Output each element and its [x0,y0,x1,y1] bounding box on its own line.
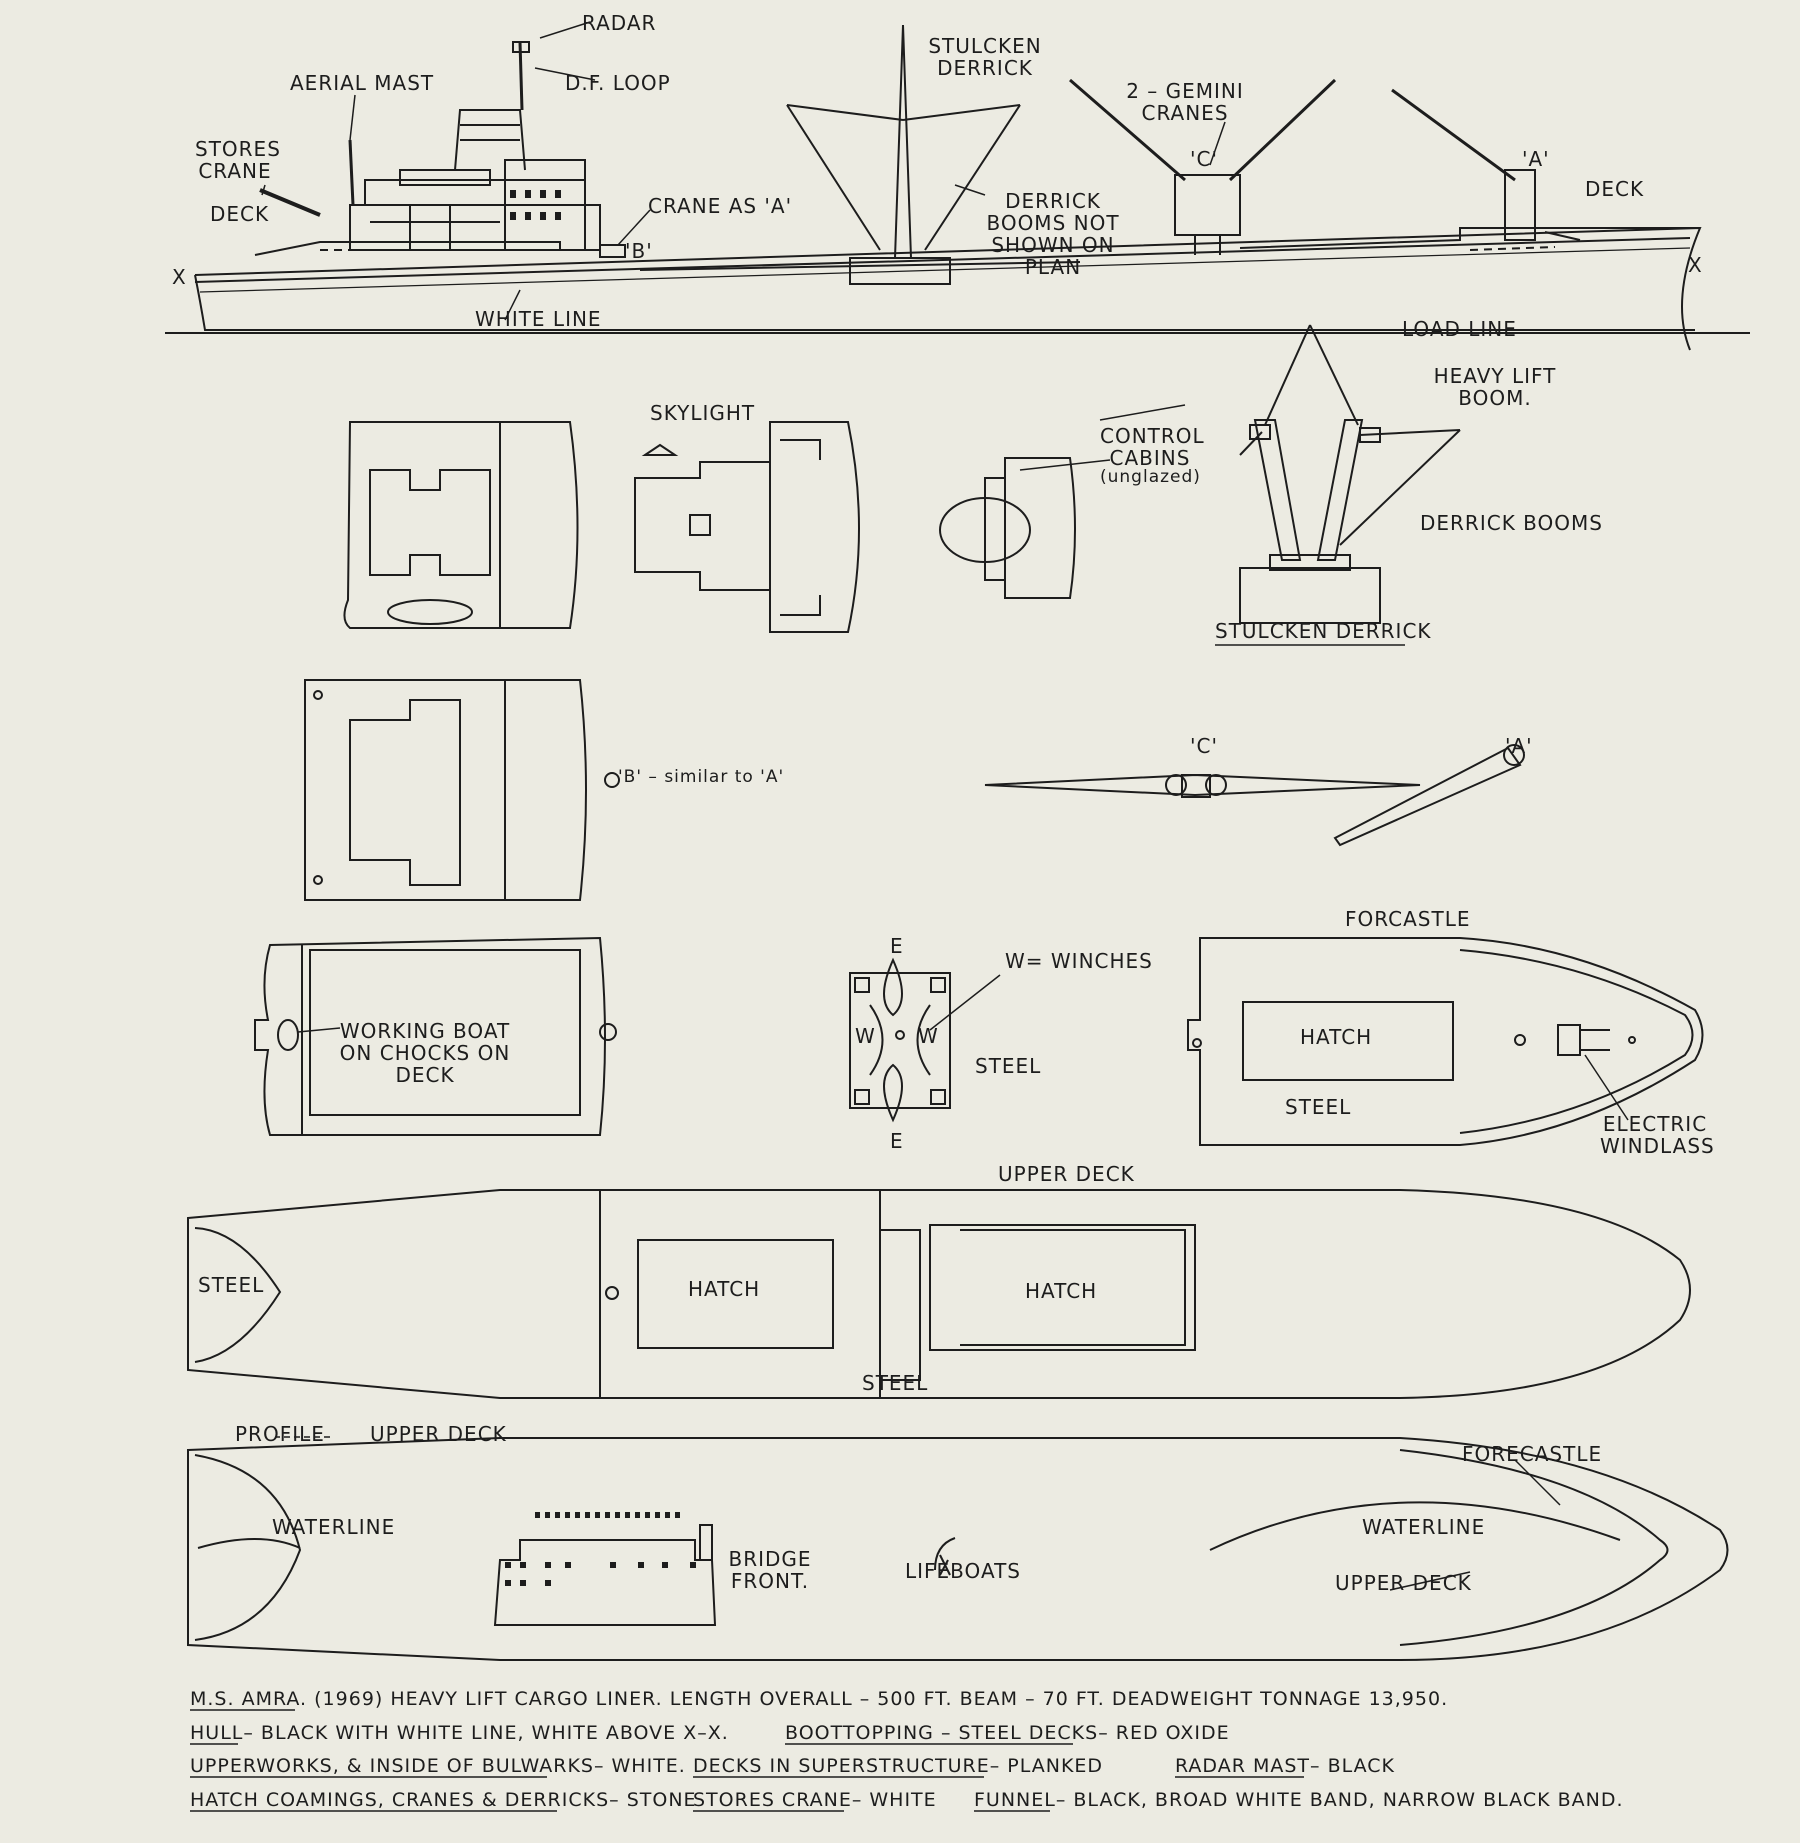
label-working-boat: WORKING BOAT ON CHOCKS ON DECK [339,1019,511,1087]
label-electric-windlass: ELECTRIC WINDLASS [1600,1112,1715,1158]
label-w-right: W [918,1024,939,1048]
label-hatch-2: HATCH [1025,1279,1098,1303]
caption-decks: DECKS IN SUPERSTRUCTURE – PLANKED [693,1755,1103,1777]
label-stores-crane: STORES CRANE [195,137,281,183]
label-white-line: WHITE LINE [475,307,602,331]
caption-upperworks-key: UPPERWORKS, & INSIDE OF BULWARKS [190,1755,594,1777]
caption-hatch-key: HATCH COAMINGS, CRANES & DERRICKS [190,1789,610,1811]
caption-radar-val: – BLACK [1310,1755,1396,1777]
label-load-line: LOAD LINE [1402,317,1517,341]
label-forecastle: FORECASTLE [1462,1442,1603,1466]
label-steel-aft: STEEL [198,1273,265,1297]
caption-upperworks: UPPERWORKS, & INSIDE OF BULWARKS – WHITE… [190,1755,686,1777]
label-radar: RADAR [582,11,657,35]
caption-hull-val: – BLACK WITH WHITE LINE, WHITE ABOVE X–X… [243,1722,729,1744]
label-e-bottom: E [890,1129,904,1153]
label-steel-winch: STEEL [975,1054,1042,1078]
label-x-left: X [172,265,187,289]
label-e-top: E [890,934,904,958]
caption-radar: RADAR MAST – BLACK [1175,1755,1395,1777]
label-forcastle: FORCASTLE [1345,907,1471,931]
label-aerial-mast: AERIAL MAST [290,71,435,95]
caption-line-2: HULL – BLACK WITH WHITE LINE, WHITE ABOV… [190,1722,729,1744]
ship-profile [165,22,1750,350]
label-b-similar: 'B' – similar to 'A' [618,767,785,787]
caption-line-1: M.S. AMRA. (1969) HEAVY LIFT CARGO LINER… [190,1688,1449,1710]
label-stulcken-derrick: STULCKEN DERRICK [928,34,1042,80]
label-deck-fwd: DECK [1585,177,1645,201]
label-hatch-fwd: HATCH [1300,1025,1373,1049]
label-upper-deck-title: UPPER DECK [998,1162,1135,1186]
label-steel-fwd: STEEL [1285,1095,1352,1119]
label-unglazed: (unglazed) [1100,467,1201,487]
label-steel-mid: STEEL [862,1371,929,1395]
caption-boottopping-key: BOOTTOPPING – STEEL DECKS [785,1722,1099,1744]
caption-funnel-key: FUNNEL [974,1789,1056,1811]
caption-stores-val: – WHITE [851,1789,937,1811]
label-x-right: X [1688,253,1703,277]
lower-superstructure-plan [305,680,1524,900]
label-skylight: SKYLIGHT [650,401,756,425]
aerial-mast [350,140,353,205]
label-stulcken-derrick-title: STULCKEN DERRICK [1215,619,1432,643]
label-c-marker: 'C' [1190,147,1218,171]
label-a-boom: 'A' [1505,734,1533,758]
label-lifeboats: LIFEBOATS [905,1559,1021,1583]
caption-radar-key: RADAR MAST [1175,1755,1311,1777]
label-crane-as-a: CRANE AS 'A' [648,194,793,218]
label-profile: PROFILE [235,1422,325,1446]
label-upper-deck-fwd: UPPER DECK [1335,1571,1472,1595]
label-derrick-booms: DERRICK BOOMS [1420,511,1603,535]
caption-hatch-val: – STONE [609,1789,697,1811]
waterline-plan [188,1437,1728,1660]
label-gemini-cranes: 2 – GEMINI CRANES [1126,79,1244,125]
label-b-marker: 'B' [625,239,653,263]
label-w-left: W [855,1024,876,1048]
label-waterline-aft: WATERLINE [272,1515,396,1539]
caption-decks-key: DECKS IN SUPERSTRUCTURE [693,1755,990,1777]
caption-boottopping-val: – RED OXIDE [1098,1722,1230,1744]
label-bridge-front: BRIDGE FRONT. [728,1547,812,1593]
label-c-boom: 'C' [1190,734,1218,758]
caption-stores: STORES CRANE – WHITE [693,1789,937,1811]
label-w-winches: W= WINCHES [1005,949,1153,973]
caption-funnel-val: – BLACK, BROAD WHITE BAND, NARROW BLACK … [1055,1789,1624,1811]
caption-decks-val: – PLANKED [989,1755,1104,1777]
caption-boottopping: BOOTTOPPING – STEEL DECKS – RED OXIDE [785,1722,1230,1744]
caption-stores-key: STORES CRANE [693,1789,852,1811]
boat-deck-plan [255,938,1703,1145]
label-derrick-booms-not-shown: DERRICK BOOMS NOT SHOWN ON PLAN [986,189,1120,279]
caption-upperworks-val: – WHITE. [593,1755,686,1777]
label-heavy-lift-boom: HEAVY LIFT BOOM. [1433,364,1557,410]
caption-hatch: HATCH COAMINGS, CRANES & DERRICKS – STON… [190,1789,697,1811]
label-upper-deck-aft: UPPER DECK [370,1422,507,1446]
label-waterline-fwd: WATERLINE [1362,1515,1486,1539]
caption-hull-key: HULL [190,1722,244,1744]
upper-deck-plan [188,1190,1690,1398]
label-a-marker: 'A' [1522,147,1550,171]
label-hatch-1: HATCH [688,1277,761,1301]
caption-underlines [190,1710,1304,1811]
label-deck-aft: DECK [210,202,270,226]
label-control-cabins: CONTROL CABINS [1100,424,1205,470]
caption-funnel: FUNNEL – BLACK, BROAD WHITE BAND, NARROW… [974,1789,1624,1811]
superstructure-plans [344,325,1460,645]
label-df-loop: D.F. LOOP [565,71,671,95]
stores-crane [260,190,320,215]
